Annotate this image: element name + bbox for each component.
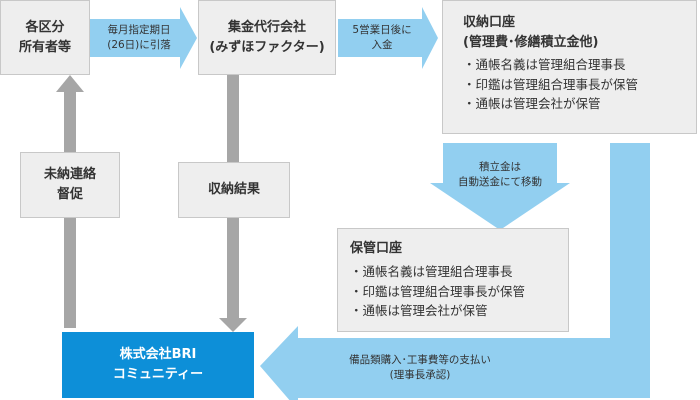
custody-account-title: 保管口座 bbox=[350, 241, 403, 256]
transfer-label-line2: 自動送金にて移動 bbox=[458, 176, 542, 188]
company-line2: コミュニティー bbox=[112, 367, 204, 382]
unpaid-line2: 督促 bbox=[56, 187, 83, 202]
payment-label-line1: 備品類購入･工事費等の支払い bbox=[349, 354, 491, 366]
collector-line1: 集金代行会社 bbox=[227, 19, 306, 35]
company-box: 株式会社BRI コミュニティー bbox=[62, 332, 254, 398]
unpaid-notice-box: 未納連絡 督促 bbox=[20, 152, 120, 218]
custody-account-item: ・通帳名義は管理組合理事長 bbox=[350, 264, 513, 279]
collection-account-box: 収納口座 (管理費･修繕積立金他) ・通帳名義は管理組合理事長 ・印鑑は管理組合… bbox=[442, 0, 697, 134]
company-line1: 株式会社BRI bbox=[119, 347, 197, 362]
result-label: 収納結果 bbox=[207, 182, 260, 197]
custody-account-box: 保管口座 ・通帳名義は管理組合理事長 ・印鑑は管理組合理事長が保管 ・通帳は管理… bbox=[337, 228, 569, 332]
custody-account-item: ・通帳は管理会社が保管 bbox=[350, 303, 488, 318]
collector-box: 集金代行会社 (みずほファクター) bbox=[198, 0, 336, 75]
collection-account-item: ・通帳は管理会社が保管 bbox=[463, 96, 601, 111]
withdraw-arrow bbox=[90, 7, 197, 69]
withdraw-label: 毎月指定期日 (26日)に引落 bbox=[92, 22, 186, 54]
unpaid-line1: 未納連絡 bbox=[43, 167, 96, 182]
unpaid-arrow-head bbox=[56, 75, 84, 92]
custody-account-list: ・通帳名義は管理組合理事長 ・印鑑は管理組合理事長が保管 ・通帳は管理会社が保管 bbox=[350, 262, 560, 321]
result-arrow-head bbox=[219, 318, 247, 332]
collection-account-item: ・印鑑は管理組合理事長が保管 bbox=[463, 76, 639, 92]
collection-result-box: 収納結果 bbox=[178, 162, 290, 218]
deposit-arrow bbox=[338, 7, 438, 69]
deposit-label: 5営業日後に 入金 bbox=[336, 22, 428, 54]
collection-account-item: ・通帳名義は管理組合理事長 bbox=[463, 57, 626, 72]
transfer-arrow bbox=[430, 143, 570, 230]
deposit-label-line2: 入金 bbox=[371, 39, 393, 51]
payment-label-line2: (理事長承認) bbox=[389, 369, 451, 381]
collector-line2: (みずほファクター) bbox=[209, 39, 325, 55]
withdraw-label-line1: 毎月指定期日 bbox=[107, 24, 171, 36]
owner-line2: 所有者等 bbox=[18, 39, 71, 55]
transfer-label-line1: 積立金は bbox=[479, 161, 521, 173]
collection-account-subtitle: (管理費･修繕積立金他) bbox=[463, 35, 599, 50]
payment-label: 備品類購入･工事費等の支払い (理事長承認) bbox=[305, 352, 535, 384]
deposit-label-line1: 5営業日後に bbox=[352, 24, 412, 36]
owner-box: 各区分 所有者等 bbox=[0, 0, 90, 75]
transfer-label: 積立金は 自動送金にて移動 bbox=[443, 158, 557, 192]
withdraw-label-line2: (26日)に引落 bbox=[107, 39, 171, 51]
payment-arrow bbox=[260, 143, 650, 400]
collection-account-title: 収納口座 bbox=[463, 15, 516, 30]
collection-account-list: ・通帳名義は管理組合理事長 ・印鑑は管理組合理事長が保管 ・通帳は管理会社が保管 bbox=[463, 55, 688, 114]
owner-line1: 各区分 bbox=[25, 19, 65, 35]
custody-account-item: ・印鑑は管理組合理事長が保管 bbox=[350, 283, 526, 299]
